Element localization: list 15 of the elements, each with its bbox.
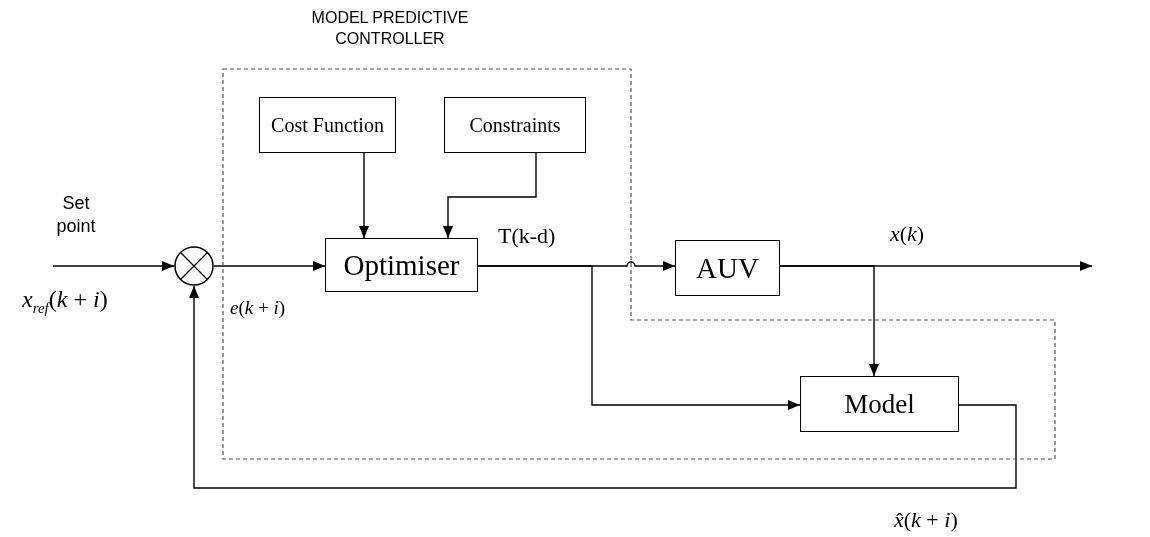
process-box: AUV bbox=[675, 240, 780, 296]
arrow bbox=[213, 261, 326, 271]
arrow bbox=[779, 265, 879, 377]
process-box: Model bbox=[800, 376, 959, 432]
arrow bbox=[359, 152, 369, 239]
summing-junction bbox=[174, 246, 214, 286]
edge-label: e(k + i) bbox=[228, 298, 288, 319]
process-box: Optimiser bbox=[325, 238, 478, 292]
process-box: Cost Function bbox=[259, 97, 396, 153]
arrow bbox=[477, 265, 801, 410]
arrow bbox=[52, 261, 175, 271]
process-box: Constraints bbox=[444, 97, 586, 153]
region-heading: MODEL PREDICTIVE CONTROLLER bbox=[310, 8, 470, 49]
arrow bbox=[189, 285, 1017, 489]
arrow bbox=[443, 152, 537, 239]
